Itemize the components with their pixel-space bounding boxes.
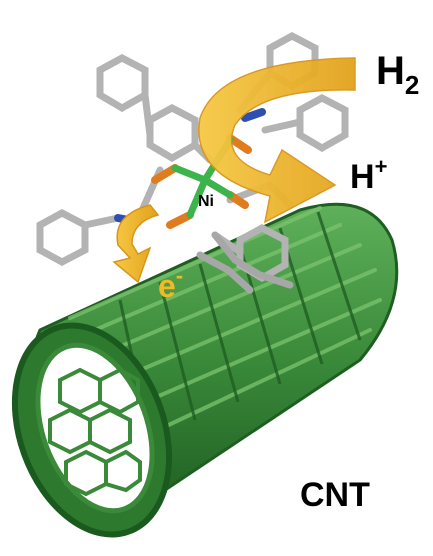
phenyl-ring [96,54,149,113]
nitrogen-bond [241,108,266,122]
h2-label: H2 [376,49,419,100]
h2-label-base: H [376,49,405,93]
cnt-label: CNT [300,476,370,514]
phosphorus-bond [151,164,179,184]
oxidation-arrow [198,57,356,224]
electron-transfer-arrow [112,204,160,284]
h2-oxidation-arrow [198,57,356,224]
nanotube-end-hexagons [48,367,142,497]
h2-label-subscript: 2 [405,70,419,100]
electron-label-superscript: - [176,263,183,288]
phenyl-ring [146,104,199,163]
electron-label: e- [158,263,183,304]
proton-label-superscript: + [375,154,388,179]
proton-label: H+ [350,154,387,196]
proton-label-base: H [350,158,375,196]
electron-label-base: e [158,268,176,304]
pyrene-anchor [196,231,294,294]
phenyl-ring [36,209,89,266]
nickel-label: Ni [198,193,214,210]
phenyl-ring [296,94,349,153]
phosphorus-bond [166,211,194,229]
electron-arrow [112,204,160,284]
carbon-nanotube [11,202,399,538]
